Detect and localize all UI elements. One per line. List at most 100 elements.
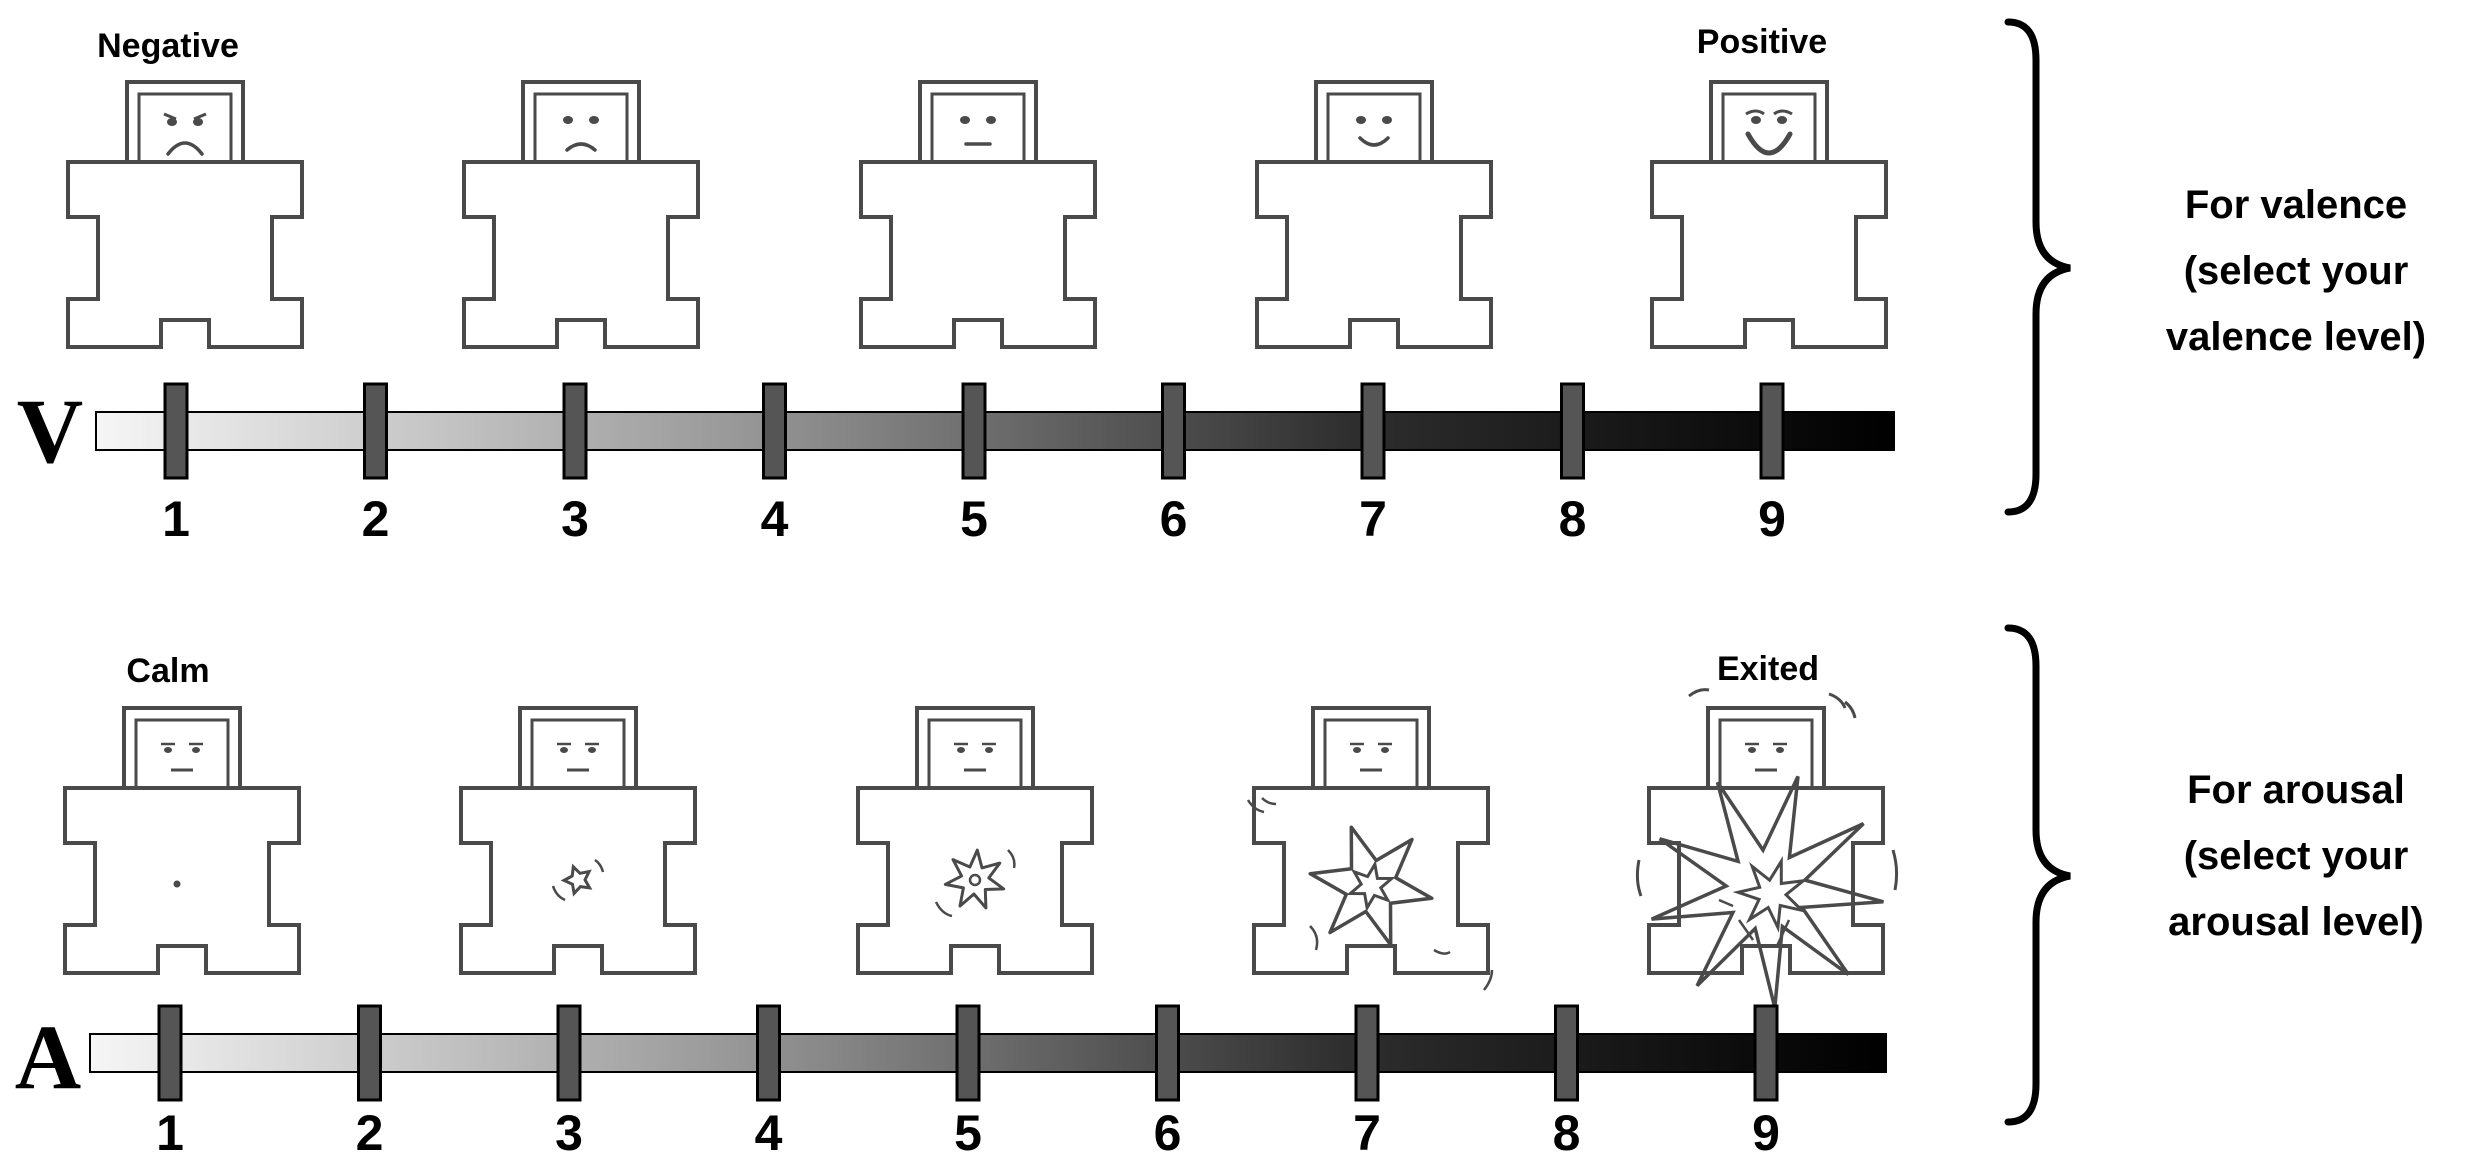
valence-note-line-2: (select your	[2184, 249, 2409, 293]
valence-tick-marker-3[interactable]	[562, 382, 588, 480]
figure-body	[1255, 160, 1493, 349]
arousal-tick-markers[interactable]: 1 2 3 4 5 6 7 8 9	[156, 1004, 1780, 1161]
valence-tick-label-5: 5	[960, 491, 988, 547]
figure-head-inner	[1718, 718, 1814, 788]
face-smile-icon	[1356, 116, 1392, 147]
valence-tick-marker-8[interactable]	[1560, 382, 1585, 480]
arousal-scale-letter: A	[15, 1006, 81, 1108]
arousal-tick-label-2: 2	[356, 1105, 384, 1161]
arousal-tick-label-9: 9	[1752, 1105, 1780, 1161]
arousal-tick-marker-6[interactable]	[1155, 1004, 1180, 1102]
figure-body	[1647, 786, 1885, 975]
valence-tick-label-1: 1	[162, 491, 190, 547]
valence-tick-label-4: 4	[761, 491, 789, 547]
figure-head-inner	[533, 92, 629, 162]
valence-low-label: Negative	[97, 27, 239, 65]
valence-tick-label-8: 8	[1559, 491, 1587, 547]
arousal-tick-marker-1[interactable]	[157, 1004, 183, 1102]
figure-body	[459, 786, 697, 975]
arousal-note-line-3: arousal level)	[2168, 900, 2424, 944]
figure-head-inner	[1326, 92, 1422, 162]
valence-tick-marker-9[interactable]	[1759, 382, 1785, 480]
arousal-figure-3	[856, 706, 1094, 975]
arousal-level-5-icon	[1635, 688, 1899, 1009]
face-neutral-icon	[960, 116, 996, 146]
arousal-tick-marker-9[interactable]	[1753, 1004, 1779, 1102]
figure-head-inner	[1721, 92, 1817, 162]
figure-body	[462, 160, 700, 349]
valence-high-label: Positive	[1697, 23, 1827, 61]
arousal-tick-label-5: 5	[954, 1105, 982, 1161]
arousal-tick-marker-5[interactable]	[955, 1004, 981, 1102]
arousal-tick-label-7: 7	[1353, 1105, 1381, 1161]
arousal-level-4-icon	[1246, 742, 1494, 991]
valence-figure-1	[66, 80, 304, 349]
valence-tick-marker-4[interactable]	[762, 382, 787, 480]
arousal-tick-label-8: 8	[1553, 1105, 1581, 1161]
figure-body	[1252, 786, 1490, 975]
valence-tick-marker-5[interactable]	[961, 382, 987, 480]
valence-figures	[66, 80, 1888, 349]
valence-scale-bar	[95, 411, 1895, 451]
figure-head-inner	[137, 92, 233, 162]
arousal-high-label: Exited	[1717, 650, 1819, 688]
valence-section: Negative Positive V 1 2 3 4 5 6 7 8 9	[17, 23, 1895, 547]
arousal-level-3-icon	[934, 742, 1016, 918]
face-very-sad-icon	[163, 112, 207, 156]
arousal-tick-label-1: 1	[156, 1105, 184, 1161]
arousal-tick-label-6: 6	[1154, 1105, 1182, 1161]
valence-scale-letter: V	[17, 380, 83, 482]
figure-body	[856, 786, 1094, 975]
valence-note-line-1: For valence	[2185, 183, 2407, 227]
arousal-level-1-icon	[161, 742, 203, 888]
valence-note-line-3: valence level)	[2166, 315, 2426, 359]
figure-head-inner	[134, 718, 230, 788]
arousal-note-line-1: For arousal	[2187, 768, 2405, 812]
figure-body	[1650, 160, 1888, 349]
valence-tick-label-2: 2	[362, 491, 390, 547]
arousal-tick-marker-3[interactable]	[556, 1004, 582, 1102]
valence-tick-marker-1[interactable]	[163, 382, 189, 480]
valence-note: For valence (select your valence level)	[2166, 183, 2426, 359]
arousal-tick-marker-7[interactable]	[1354, 1004, 1380, 1102]
arousal-figure-4	[1246, 706, 1494, 991]
arousal-figure-1	[63, 706, 301, 975]
valence-figure-4	[1255, 80, 1493, 349]
valence-tick-markers[interactable]: 1 2 3 4 5 6 7 8 9	[162, 382, 1786, 547]
arousal-note-line-2: (select your	[2184, 834, 2409, 878]
valence-brace	[2004, 18, 2071, 516]
arousal-brace	[2004, 624, 2071, 1126]
figure-head-inner	[1323, 718, 1419, 788]
arousal-scale-bar	[89, 1033, 1887, 1073]
arousal-figures	[63, 688, 1899, 1009]
figure-body	[859, 160, 1097, 349]
figure-head-inner	[930, 92, 1026, 162]
figure-body	[63, 786, 301, 975]
valence-tick-label-6: 6	[1160, 491, 1188, 547]
arousal-figure-2	[459, 706, 697, 975]
face-big-smile-icon	[1745, 109, 1793, 156]
valence-figure-2	[462, 80, 700, 349]
valence-tick-label-7: 7	[1359, 491, 1387, 547]
valence-tick-label-3: 3	[561, 491, 589, 547]
valence-tick-marker-6[interactable]	[1161, 382, 1186, 480]
valence-figure-5	[1650, 80, 1888, 349]
arousal-tick-marker-2[interactable]	[357, 1004, 382, 1102]
arousal-note: For arousal (select your arousal level)	[2168, 768, 2424, 944]
arousal-tick-marker-8[interactable]	[1554, 1004, 1579, 1102]
figure-head-inner	[530, 718, 626, 788]
face-sad-icon	[563, 116, 599, 152]
valence-tick-marker-7[interactable]	[1360, 382, 1386, 480]
figure-body	[66, 160, 304, 349]
arousal-tick-label-3: 3	[555, 1105, 583, 1161]
valence-figure-3	[859, 80, 1097, 349]
valence-tick-marker-2[interactable]	[363, 382, 388, 480]
arousal-level-2-icon	[551, 742, 605, 902]
arousal-tick-marker-4[interactable]	[756, 1004, 781, 1102]
figure-head-inner	[927, 718, 1023, 788]
valence-tick-label-9: 9	[1758, 491, 1786, 547]
arousal-figure-5	[1635, 688, 1899, 1009]
arousal-tick-label-4: 4	[755, 1105, 783, 1161]
